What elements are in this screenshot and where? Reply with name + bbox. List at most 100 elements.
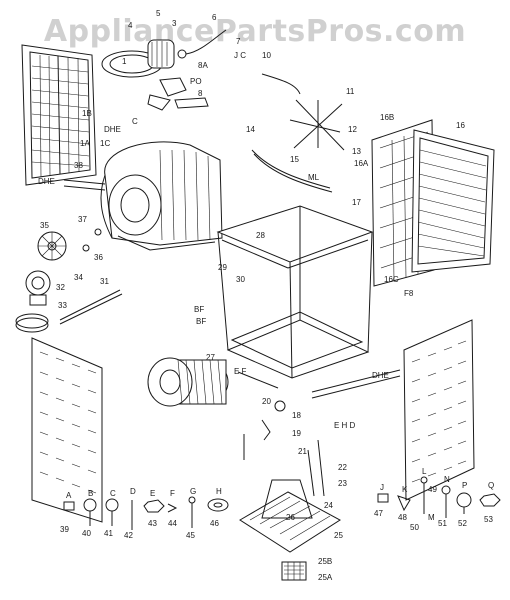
callout-ef: E F (234, 367, 247, 376)
front-louver-panel (31, 337, 103, 523)
callout-46: 46 (210, 519, 219, 528)
callout-dhe-right: DHE (372, 371, 389, 380)
callout-23: 23 (338, 479, 347, 488)
pump-parts (243, 400, 325, 497)
letter-l: L (422, 467, 427, 476)
callout-1b: 1B (82, 109, 92, 118)
callout-42: 42 (124, 531, 133, 540)
callout-bf2: BF (196, 317, 206, 326)
hardware-fasteners (63, 476, 501, 530)
callout-33: 33 (58, 301, 67, 310)
callout-30: 30 (236, 275, 245, 284)
callout-49: 49 (428, 485, 437, 494)
callout-26: 26 (286, 513, 295, 522)
callout-fb: F8 (404, 289, 414, 298)
callout-20: 20 (262, 397, 271, 406)
callout-dhe-mid: DHE (38, 177, 55, 186)
letter-k: K (402, 485, 408, 494)
base-rails (237, 369, 401, 399)
callout-17: 17 (352, 198, 361, 207)
callout-16b: 16B (380, 113, 394, 122)
callout-41: 41 (104, 529, 113, 538)
callout-44: 44 (168, 519, 177, 528)
letter-c: C (110, 489, 116, 498)
letter-h: H (216, 487, 222, 496)
blower-wheel (147, 357, 229, 407)
callout-po: PO (190, 77, 202, 86)
hardware-letter-labels: A B C D E F G H J K L M N P Q (66, 467, 494, 522)
callout-18: 18 (292, 411, 301, 420)
letter-d: D (130, 487, 136, 496)
callout-29: 29 (218, 263, 227, 272)
letter-q: Q (488, 481, 494, 490)
callout-c-mark: C (132, 117, 138, 126)
callout-25a: 25A (318, 573, 333, 582)
motor-assembly (101, 29, 227, 111)
callout-24: 24 (324, 501, 333, 510)
letter-a: A (66, 491, 72, 500)
callout-8: 8 (198, 89, 203, 98)
wiring-harness (251, 73, 345, 193)
callout-43: 43 (148, 519, 157, 528)
callout-1a: 1A (80, 139, 90, 148)
callout-25b: 25B (318, 557, 332, 566)
pulley-assembly (15, 228, 123, 333)
callout-14: 14 (246, 125, 255, 134)
left-side-louver-panel (21, 44, 97, 186)
letter-g: G (190, 487, 196, 496)
callout-bf: BF (194, 305, 204, 314)
callout-12: 12 (348, 125, 357, 134)
callout-4: 4 (128, 21, 133, 30)
callout-11: 11 (346, 87, 355, 96)
letter-f: F (170, 489, 175, 498)
callout-53: 53 (484, 515, 493, 524)
callout-32: 32 (56, 283, 65, 292)
callout-37: 37 (78, 215, 87, 224)
callout-1c: 1C (100, 139, 110, 148)
callout-ml: ML (308, 173, 320, 182)
letter-e: E (150, 489, 155, 498)
callout-3: 3 (172, 19, 177, 28)
callout-16c: 16C (384, 275, 399, 284)
callout-6: 6 (212, 13, 217, 22)
callout-10: 10 (262, 51, 271, 60)
letter-b: B (88, 489, 93, 498)
callout-52: 52 (458, 519, 467, 528)
callout-34: 34 (74, 273, 83, 282)
callout-45: 45 (186, 531, 195, 540)
callout-51: 51 (438, 519, 447, 528)
letter-p: P (462, 481, 467, 490)
water-pan (239, 479, 341, 581)
rear-louver-panel (403, 319, 475, 501)
callout-25: 25 (334, 531, 343, 540)
callout-28: 28 (256, 231, 265, 240)
cabinet-frame (216, 205, 374, 379)
callout-39: 39 (60, 525, 69, 534)
letter-n: N (444, 475, 450, 484)
letter-m: M (428, 513, 435, 522)
callout-13: 13 (352, 147, 361, 156)
callout-dhe-left: DHE (104, 125, 121, 134)
callout-1: 1 (122, 57, 127, 66)
callout-19: 19 (292, 429, 301, 438)
callout-31: 31 (100, 277, 109, 286)
callout-8a: 8A (198, 61, 208, 70)
callout-38: 38 (74, 161, 83, 170)
callout-21: 21 (298, 447, 307, 456)
callout-jc: J C (234, 51, 246, 60)
callout-labels: 4 3 5 6 7 1 8A PO 8 J C 10 11 14 12 13 1… (38, 9, 493, 582)
callout-36: 36 (94, 253, 103, 262)
letter-j: J (380, 483, 384, 492)
blower-housing (63, 141, 223, 251)
callout-15: 15 (290, 155, 299, 164)
callout-50: 50 (410, 523, 419, 532)
callout-27: 27 (206, 353, 215, 362)
right-side-louver-panel (411, 129, 495, 273)
callout-16a: 16A (354, 159, 369, 168)
callout-35: 35 (40, 221, 49, 230)
callout-ehd: E H D (334, 421, 356, 430)
callout-7: 7 (236, 37, 241, 46)
callout-48: 48 (398, 513, 407, 522)
callout-40: 40 (82, 529, 91, 538)
